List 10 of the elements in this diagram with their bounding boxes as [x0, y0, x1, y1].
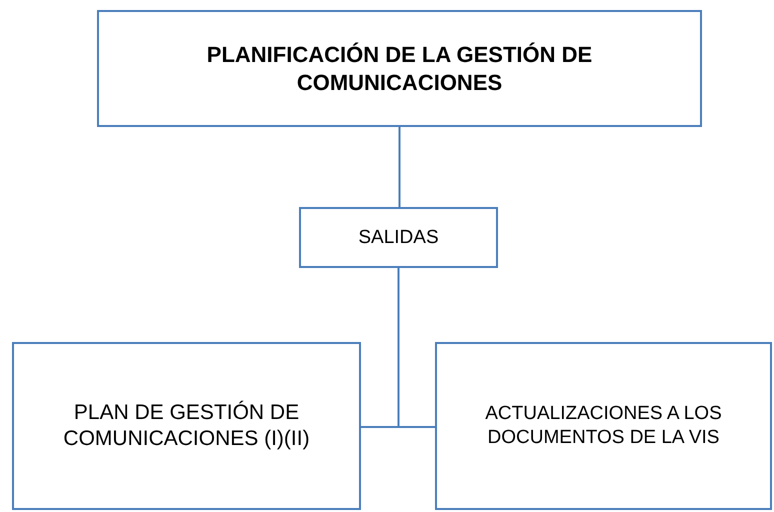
process-box	[435, 342, 772, 510]
box-label: SALIDAS	[358, 226, 439, 250]
process-box	[12, 342, 361, 510]
connector-line	[398, 268, 435, 428]
box-label: PLANIFICACIÓN DE LA GESTIÓN DE COMUNICACIONES	[206, 41, 594, 96]
process-box	[299, 207, 498, 268]
box-label: ACTUALIZACIONES A LOS DOCUMENTOS DE LA VIS	[484, 402, 723, 450]
process-box	[97, 10, 702, 127]
connector-line	[398, 127, 400, 207]
box-label: PLAN DE GESTIÓN DE COMUNICACIONES (I)(II)	[62, 400, 311, 452]
